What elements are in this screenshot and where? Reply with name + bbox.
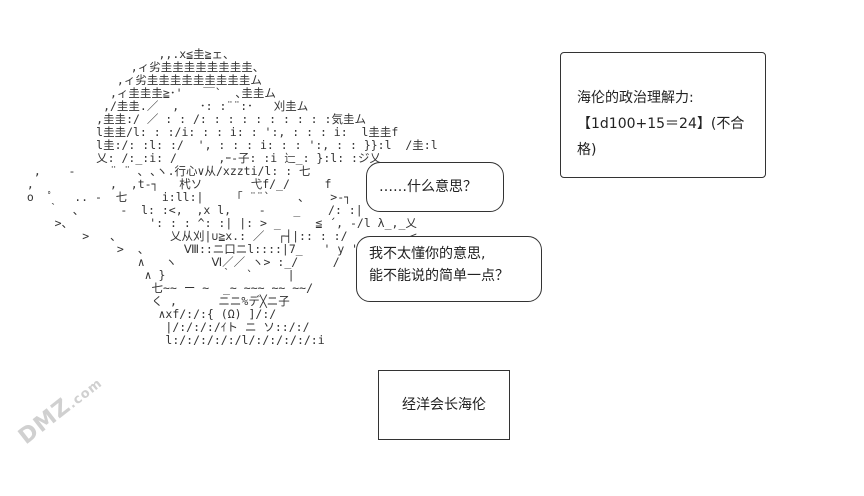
speech-bubble-2-line-1: 我不太懂你的意思, <box>369 246 486 262</box>
speech-bubble-2-line-2: 能不能说的简单一点？ <box>369 268 509 284</box>
speech-bubble-2: 我不太懂你的意思, 能不能说的简单一点？ <box>356 236 542 302</box>
stat-check-label: 海伦的政治理解力: <box>577 90 694 106</box>
character-name: 经洋会长海伦 <box>402 397 486 413</box>
ascii-art-line: ｀ ､ ‐ l: :<, ,x l, ‐ _ /: :| <box>20 203 363 217</box>
ascii-art-line: >、 ': : : ^: :| |: > _ ≦ ´, ‐/l λ_,_乂 <box>20 216 417 230</box>
ascii-art-line: く , ニニ%デ╳ニ子 <box>20 294 290 308</box>
ascii-art-line: ∧ ヽ Ⅵ／／ ヽ> :_/ / <box>20 255 340 269</box>
ascii-art-line: |/:/:/:/ｲト ニ ソ::/:/ <box>20 320 310 334</box>
ascii-art-line: ,ィ劣圭圭圭圭圭圭圭圭圭ム <box>20 73 262 87</box>
stat-check-box: 海伦的政治理解力: 【1d100+15＝24】(不合格) <box>560 52 766 178</box>
ascii-art-line: ,ィ劣圭圭圭圭圭圭圭圭、 <box>20 60 265 74</box>
site-watermark: DMZ.com <box>14 370 107 450</box>
ascii-art-line: ∧xf/:/:{ (Ω) ]/:/ <box>20 307 277 321</box>
ascii-art-line: ∧ } ｀ ` | <box>20 268 295 282</box>
stat-check-result: 【1d100+15＝24】(不合格) <box>577 116 745 158</box>
ascii-art-line: 七~~ ー ~ _~ ~~~ ~~ ~~/ <box>20 281 314 295</box>
ascii-art-line: , - ¨ ¨ ､ ､ヽ.行心∨从/xzzti/l: : 七 <box>20 164 311 178</box>
ascii-art-line: ,圭圭:/ ／ : : /: : : : : : : : : :気圭ム <box>20 112 366 126</box>
speech-bubble-1-text: ……什么意思？ <box>379 179 477 195</box>
speech-bubble-1: ……什么意思？ <box>366 162 504 212</box>
ascii-art-line: , , ,t‐┐ 杙ソ 弋f/_/ f <box>20 177 332 191</box>
character-name-tag: 经洋会长海伦 <box>378 370 510 440</box>
ascii-art-line: l:/:/:/:/:/l/:/:/:/:/:i <box>20 333 325 347</box>
ascii-art-line: l圭:/: :l: :/ ', : : : i: : : ':, : : }}:… <box>20 138 438 152</box>
ascii-art-line: l圭圭/l: : :/i: : : i: : ':, : : : i: l圭圭f <box>20 125 399 139</box>
ascii-art-line: ,/圭圭.／ , ･: :¨¨:･ 刈圭ム <box>20 99 309 113</box>
ascii-art-character: ,,.x≦圭≧ェ、 ,ィ劣圭圭圭圭圭圭圭圭、 ,ィ劣圭圭圭圭圭圭圭圭圭ム ,ィ圭… <box>20 48 438 347</box>
ascii-art-line: o ﾟ .. ‐ 七 i:ll:| 「 ¨¨` 、 >‐┐ <box>20 190 352 204</box>
watermark-sub: .com <box>65 375 106 412</box>
ascii-art-line: 乂: /:_:i: / ,ｰ-子: :i 辷_: }:l: :ジ乂 <box>20 151 381 165</box>
ascii-art-line: ,,.x≦圭≧ェ、 <box>20 47 235 61</box>
ascii-art-line: > 、 乂从刈|∪≧x.: ／ ┌┤|:: : :/ — < <box>20 229 417 243</box>
ascii-art-line: ,ィ圭圭圭≧･' ￣` ､圭圭ム <box>20 86 276 100</box>
